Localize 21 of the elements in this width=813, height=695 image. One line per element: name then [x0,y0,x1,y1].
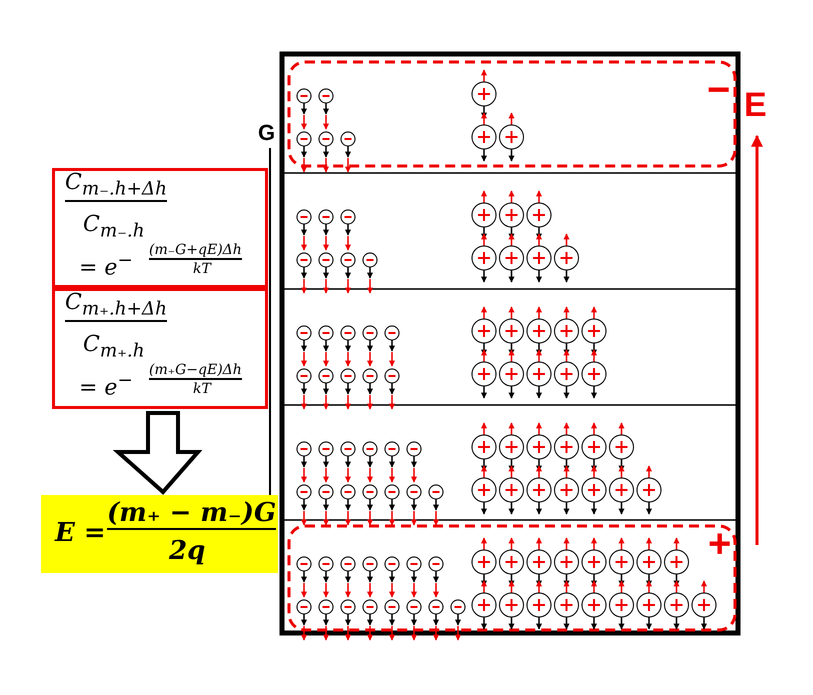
axis-label: E [744,88,767,122]
formula-box [52,288,268,409]
exponent-numerator: (m₊G−qE)Δh [149,363,242,380]
exponent-numerator: (m₋G+qE)Δh [149,243,242,260]
formula-denominator: C$_{m₊.h}$ [83,333,145,362]
formula-denominator: 2q [169,537,206,566]
formula-text: = e$^{−}$ [79,251,133,281]
exponent-denominator: kT [193,382,211,398]
formula-numerator: C$_{m₋.h+Δh}$ [65,171,167,202]
formula-numerator: (m₊ − m₋)G [107,499,276,530]
formula-text: = e$^{−}$ [79,371,133,401]
block-arrow [112,411,202,495]
formula-box [52,168,268,288]
charge-sign: + [708,524,732,564]
axis-label: G [258,122,276,144]
formula-denominator: C$_{m₋.h}$ [83,213,145,242]
result-box [41,495,278,573]
formula-text: E = [55,519,106,548]
exponent-denominator: kT [193,262,211,278]
formula-numerator: C$_{m₊.h+Δh}$ [65,291,167,322]
charge-sign: − [707,70,730,110]
